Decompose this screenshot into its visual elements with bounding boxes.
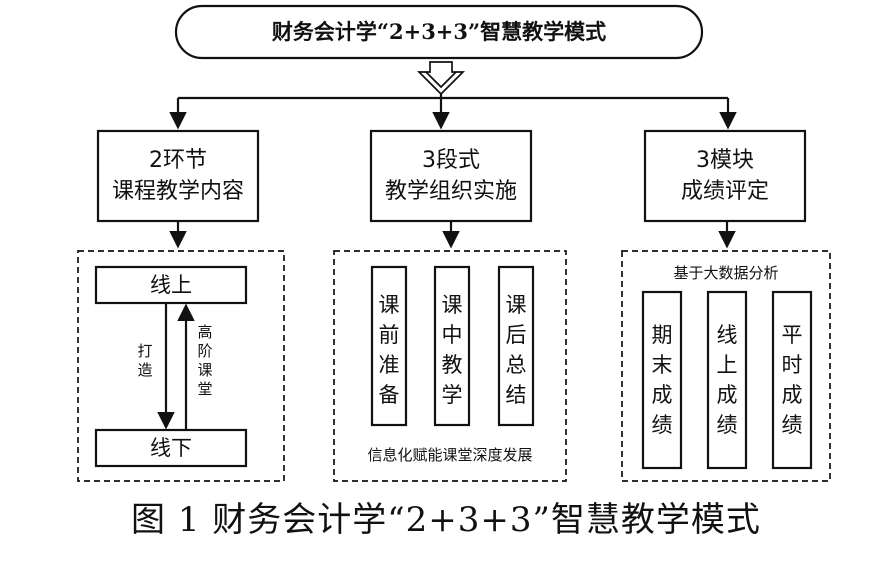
online-score-char-4: 绩 <box>717 413 738 437</box>
regular-score-char-2: 时 <box>782 353 803 377</box>
in-class-char-3: 教 <box>442 353 463 377</box>
teaching-organization-header-line1: 3段式 <box>422 148 480 173</box>
offline-box <box>94 428 248 468</box>
post-class-summary-box <box>497 265 535 427</box>
regular-score-char-3: 成 <box>782 383 803 407</box>
in-class-teaching-box <box>433 265 471 427</box>
offline-label: 线下 <box>150 436 192 460</box>
high-order-label-char-1: 高 <box>197 323 212 341</box>
course-content-header-box <box>96 129 260 223</box>
teaching-organization-header-line2: 教学组织实施 <box>385 179 517 204</box>
post-class-char-1: 课 <box>506 293 527 317</box>
online-score-box <box>706 290 748 470</box>
regular-score-char-1: 平 <box>782 323 803 347</box>
regular-score-char-4: 绩 <box>782 413 803 437</box>
online-box <box>94 265 248 305</box>
regular-score-box <box>771 290 813 470</box>
online-score-char-2: 上 <box>717 353 738 377</box>
title-hollow-arrow <box>416 61 466 96</box>
build-label-char-1: 打 <box>137 342 152 360</box>
grade-evaluation-header-box <box>643 129 807 223</box>
figure-caption: 图 1 财务会计学“2+3+3”智慧教学模式 <box>131 500 761 540</box>
pre-class-preparation-box <box>370 265 408 427</box>
title-oval <box>174 4 704 60</box>
high-order-label-char-2: 阶 <box>197 342 212 360</box>
course-content-header-line2: 课程教学内容 <box>112 179 244 204</box>
pre-class-char-3: 准 <box>379 353 400 377</box>
teaching-organization-header-box <box>369 129 533 223</box>
final-score-char-1: 期 <box>652 323 673 347</box>
course-content-header-line1: 2环节 <box>149 148 207 173</box>
teaching-organization-panel <box>333 250 567 482</box>
in-class-char-4: 学 <box>442 383 463 407</box>
top-branch-connectors <box>169 94 737 130</box>
pre-class-char-4: 备 <box>379 383 400 407</box>
information-empowerment-footer: 信息化赋能课堂深度发展 <box>367 446 532 464</box>
grade-evaluation-header-line1: 3模块 <box>696 148 754 173</box>
post-class-char-2: 后 <box>506 323 527 347</box>
online-label: 线上 <box>150 273 192 297</box>
pre-class-char-1: 课 <box>379 293 400 317</box>
in-class-char-1: 课 <box>442 293 463 317</box>
pre-class-char-2: 前 <box>379 323 400 347</box>
big-data-analysis-title: 基于大数据分析 <box>673 264 778 282</box>
high-order-label-char-4: 堂 <box>197 380 212 398</box>
post-class-char-3: 总 <box>506 353 527 377</box>
post-class-char-4: 结 <box>506 383 527 407</box>
final-score-char-3: 成 <box>652 383 673 407</box>
in-class-char-2: 中 <box>442 323 463 347</box>
online-score-char-3: 成 <box>717 383 738 407</box>
high-order-label-char-3: 课 <box>197 361 212 379</box>
high-order-classroom-vertical-label: 高 阶 课 堂 <box>197 323 212 398</box>
grade-evaluation-panel <box>621 250 831 482</box>
course-content-panel <box>77 250 285 482</box>
grade-evaluation-header-line2: 成绩评定 <box>681 179 769 204</box>
build-vertical-label: 打 造 <box>137 342 152 379</box>
diagram-title: 财务会计学“2+3+3”智慧教学模式 <box>272 19 606 44</box>
online-score-char-1: 线 <box>717 323 738 347</box>
final-score-char-2: 末 <box>652 353 673 377</box>
build-label-char-2: 造 <box>137 361 152 379</box>
final-score-char-4: 绩 <box>652 413 673 437</box>
final-exam-score-box <box>641 290 683 470</box>
